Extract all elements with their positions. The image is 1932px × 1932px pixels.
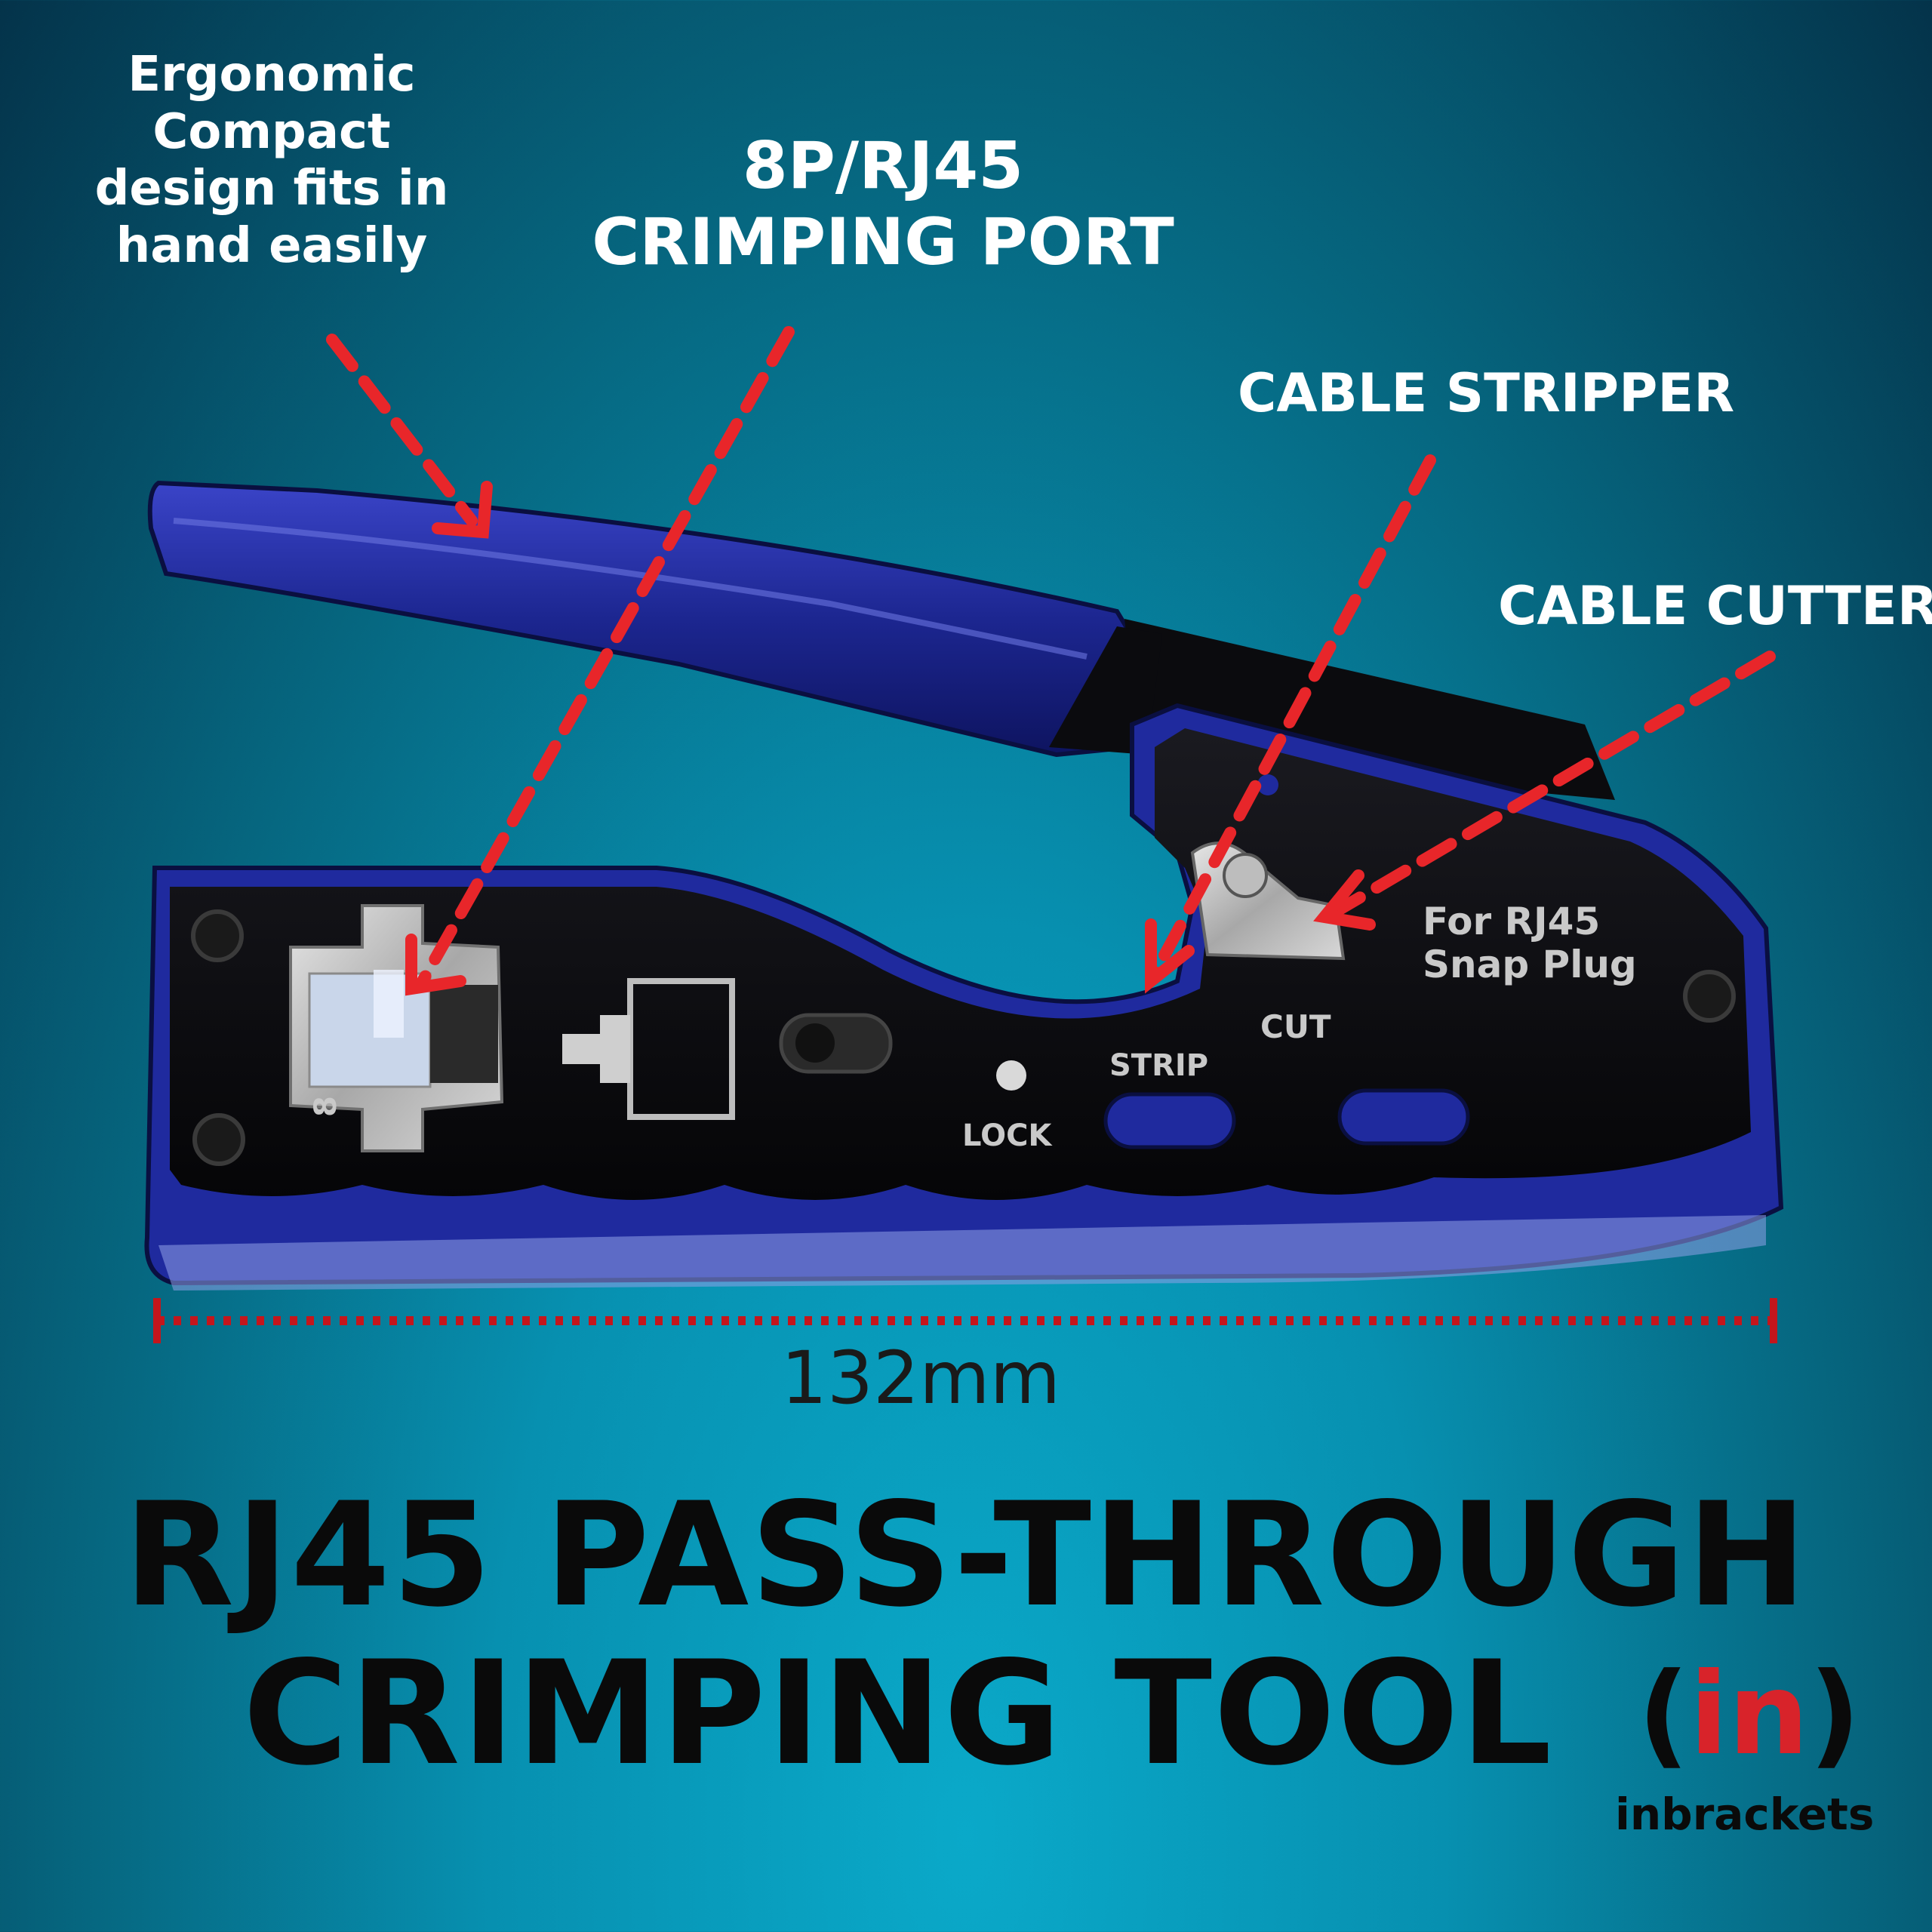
- screws: [191, 909, 1736, 1166]
- marking-lock: LOCK: [962, 1118, 1053, 1153]
- callout-cable-stripper: CABLE STRIPPER: [1238, 362, 1735, 424]
- measurement-bar: [153, 1298, 1777, 1343]
- logo-open-bracket: (: [1638, 1649, 1690, 1780]
- arrows: [326, 326, 1776, 987]
- title-line-1: RJ45 PASS-THROUGH: [123, 1472, 1809, 1638]
- handle-buttons: [1103, 1088, 1470, 1149]
- measurement-label: 132mm: [780, 1336, 1061, 1420]
- callout-crimping-port: 8P/RJ45 CRIMPING PORT: [592, 128, 1174, 281]
- lock-switch: [779, 1013, 1026, 1091]
- title-line-2: CRIMPING TOOL: [242, 1630, 1554, 1797]
- logo-in: in: [1689, 1649, 1809, 1780]
- logo-wordmark: inbrackets: [1615, 1789, 1875, 1840]
- die-number: 8: [309, 1096, 343, 1117]
- logo-close-bracket: ): [1808, 1649, 1861, 1780]
- marking-cut: CUT: [1260, 1008, 1331, 1045]
- marking-for-rj45: For RJ45: [1423, 900, 1600, 943]
- marking-snap-plug: Snap Plug: [1423, 943, 1637, 986]
- callout-ergonomic: Ergonomic Compact design fits in hand ea…: [94, 47, 449, 274]
- callout-cable-cutter: CABLE CUTTER: [1498, 575, 1932, 637]
- port-outline: [562, 978, 735, 1120]
- marking-strip: STRIP: [1109, 1048, 1208, 1083]
- crimping-die: 8: [289, 904, 504, 1152]
- logo-mark: (in): [1638, 1649, 1860, 1780]
- arrow-heads: [405, 481, 1376, 996]
